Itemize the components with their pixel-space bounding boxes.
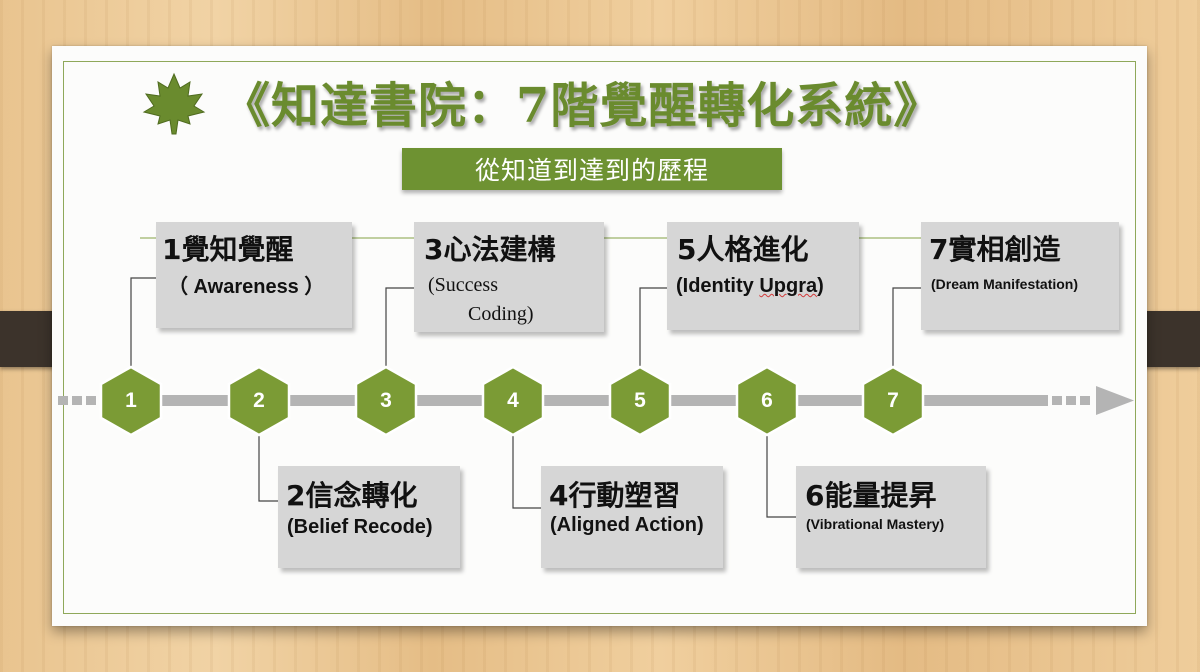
page-title: 《知達書院：7階覺醒轉化系統》 — [222, 78, 943, 134]
hexagon-number-1: 1 — [125, 389, 137, 412]
step-subtitle-3-line2: Coding) — [468, 303, 534, 325]
step-card-5 — [667, 222, 859, 330]
connector-3 — [385, 287, 414, 372]
hexagon-number-7: 7 — [887, 389, 899, 412]
hexagon-number-5: 5 — [634, 389, 646, 412]
timeline-arrow-head — [1096, 386, 1134, 415]
connector-6 — [766, 428, 796, 518]
step-subtitle-2: (Belief Recode) — [287, 516, 433, 538]
hexagon-number-3: 3 — [380, 389, 392, 412]
spellcheck-underline: Upgra — [759, 275, 818, 297]
step-subtitle-3-line1: (Success — [428, 274, 498, 296]
hexagon-number-4: 4 — [507, 389, 519, 412]
step-title-5: 5人格進化 — [677, 233, 809, 266]
step-subtitle-1: （ Awareness ） — [168, 276, 325, 298]
hexagon-4 — [481, 365, 545, 437]
step-card-6 — [796, 466, 986, 568]
hexagon-2 — [227, 365, 291, 437]
slide-border — [63, 61, 1136, 614]
hexagon-number-2: 2 — [253, 389, 265, 412]
hexagon-7 — [861, 365, 925, 437]
hexagon-1 — [99, 365, 163, 437]
subtitle-text: 從知道到達到的歷程 — [474, 156, 709, 185]
timeline-dashes — [58, 396, 1090, 405]
step-title-2: 2信念轉化 — [286, 479, 418, 512]
hexagon-6 — [735, 365, 799, 437]
connector-2 — [258, 428, 278, 502]
step-title-7: 7實相創造 — [929, 233, 1061, 266]
step-card-1 — [156, 222, 352, 328]
step-card-3 — [414, 222, 604, 332]
maple-leaf-icon — [142, 72, 206, 135]
step-title-3: 3心法建構 — [424, 233, 556, 266]
connector-1 — [130, 277, 156, 372]
step-title-4: 4行動塑習 — [549, 479, 681, 512]
step-subtitle-6: (Vibrational Mastery) — [806, 516, 945, 532]
subtitle-banner: 從知道到達到的歷程 — [402, 148, 782, 190]
hexagon-5 — [608, 365, 672, 437]
connector-7 — [892, 287, 921, 372]
hexagon-3 — [354, 365, 418, 437]
step-title-6: 6能量提昇 — [805, 479, 937, 512]
timeline-bar — [100, 395, 1048, 406]
step-card-2 — [278, 466, 460, 568]
step-title-1: 1覺知覺醒 — [162, 233, 294, 266]
connector-5 — [639, 287, 667, 372]
step-subtitle-5: (Identity Upgra) — [676, 275, 824, 297]
step-card-4 — [541, 466, 723, 568]
step-subtitle-7: (Dream Manifestation) — [931, 276, 1079, 292]
hexagon-number-6: 6 — [761, 389, 773, 412]
step-card-7 — [921, 222, 1119, 330]
connector-4 — [512, 428, 541, 509]
step-subtitle-4: (Aligned Action) — [550, 514, 704, 536]
